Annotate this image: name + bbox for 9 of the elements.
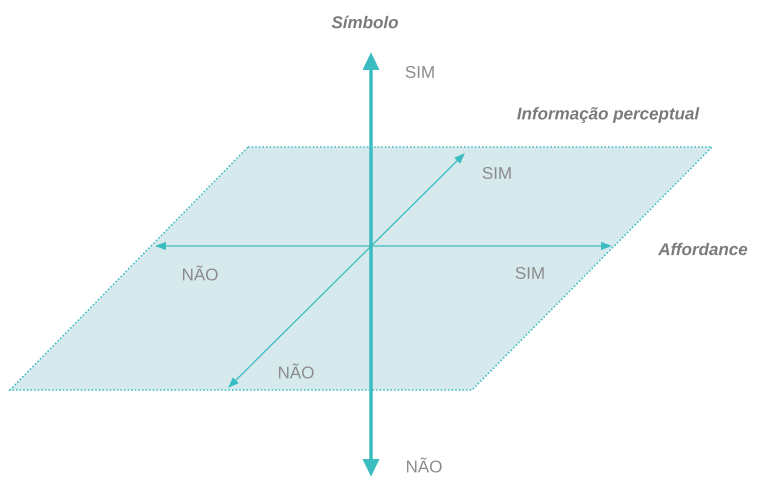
axis-value: NÃO bbox=[406, 457, 442, 473]
axis-value: SIM bbox=[482, 166, 511, 180]
axis-value: NÃO bbox=[278, 363, 314, 379]
axis-value: SIM bbox=[516, 266, 544, 280]
axis-title: Símbolo bbox=[332, 16, 398, 28]
axis-title: Affordance bbox=[658, 242, 748, 256]
axis-value: SIM bbox=[406, 66, 434, 78]
axis-title: Informação perceptual bbox=[517, 107, 700, 123]
axis-value: NÃO bbox=[182, 265, 218, 281]
